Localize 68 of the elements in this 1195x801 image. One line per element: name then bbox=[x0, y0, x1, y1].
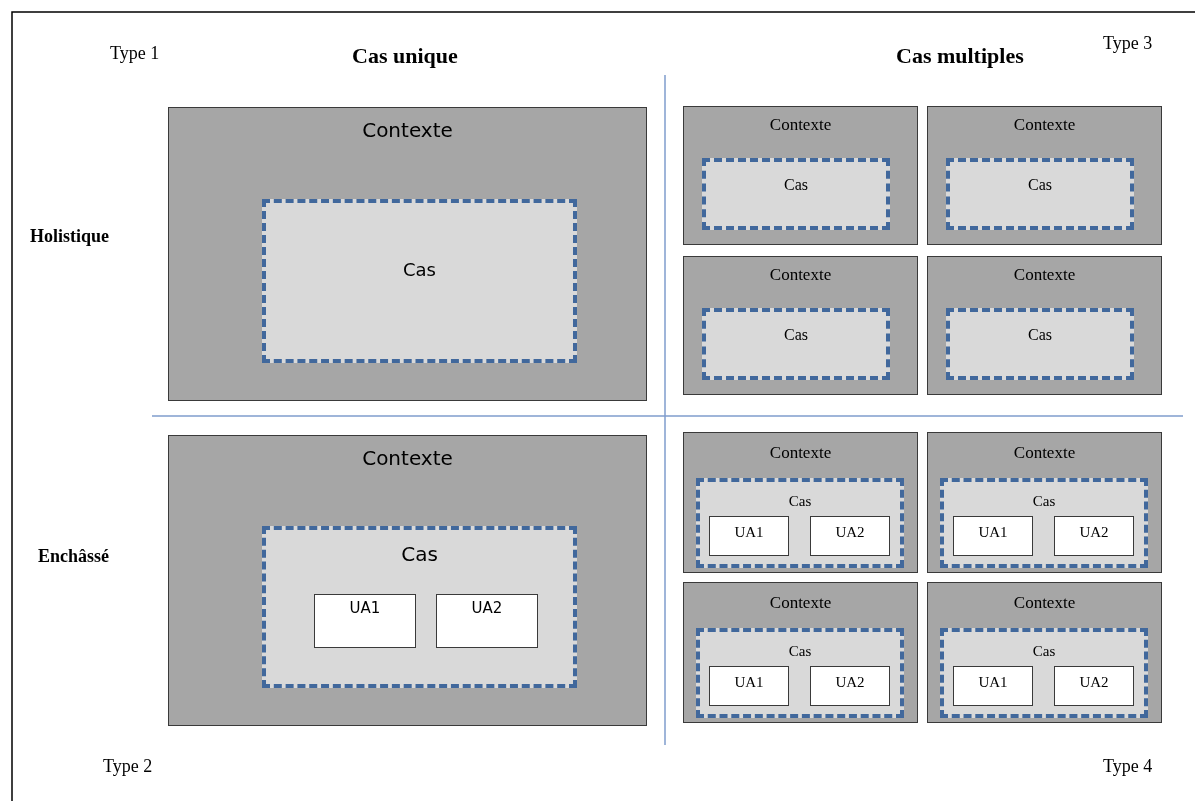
type-label: Type 2 bbox=[103, 756, 153, 777]
context-label: Contexte bbox=[1013, 265, 1076, 285]
unit-box bbox=[1054, 516, 1134, 556]
unit-box bbox=[810, 666, 890, 706]
unit-label: UA2 bbox=[835, 674, 865, 691]
case-box bbox=[702, 308, 890, 380]
column-heading: Cas multiples bbox=[896, 43, 1024, 69]
unit-box bbox=[953, 516, 1033, 556]
unit-box bbox=[709, 666, 789, 706]
context-panel bbox=[683, 432, 918, 573]
case-label: Cas bbox=[1032, 643, 1056, 660]
unit-label: UA2 bbox=[471, 599, 503, 617]
context-label: Contexte bbox=[1013, 593, 1076, 613]
context-label: Contexte bbox=[769, 265, 832, 285]
case-box bbox=[696, 478, 904, 568]
case-label: Cas bbox=[401, 542, 438, 566]
context-label: Contexte bbox=[362, 446, 453, 470]
context-panel bbox=[927, 106, 1162, 245]
unit-label: UA1 bbox=[978, 524, 1008, 541]
case-box bbox=[702, 158, 890, 230]
case-box bbox=[946, 158, 1134, 230]
case-label: Cas bbox=[788, 493, 812, 510]
context-panel bbox=[168, 107, 647, 401]
unit-label: UA2 bbox=[1079, 674, 1109, 691]
context-panel bbox=[683, 256, 918, 395]
unit-label: UA1 bbox=[734, 524, 764, 541]
unit-label: UA1 bbox=[978, 674, 1008, 691]
type-label: Type 4 bbox=[1103, 756, 1153, 777]
unit-box bbox=[436, 594, 538, 648]
context-panel bbox=[683, 106, 918, 245]
context-panel bbox=[168, 435, 647, 726]
case-box bbox=[262, 526, 577, 688]
row-heading: Enchâssé bbox=[38, 546, 109, 567]
unit-label: UA2 bbox=[835, 524, 865, 541]
unit-box bbox=[953, 666, 1033, 706]
context-label: Contexte bbox=[769, 443, 832, 463]
unit-label: UA1 bbox=[349, 599, 381, 617]
unit-label: UA1 bbox=[734, 674, 764, 691]
case-label: Cas bbox=[1028, 326, 1052, 344]
context-label: Contexte bbox=[1013, 115, 1076, 135]
case-box bbox=[940, 478, 1148, 568]
case-label: Cas bbox=[784, 326, 808, 344]
case-box bbox=[946, 308, 1134, 380]
case-box bbox=[940, 628, 1148, 718]
context-label: Contexte bbox=[769, 593, 832, 613]
case-box bbox=[696, 628, 904, 718]
unit-box bbox=[810, 516, 890, 556]
context-panel bbox=[927, 256, 1162, 395]
context-label: Contexte bbox=[362, 118, 453, 142]
row-heading: Holistique bbox=[30, 226, 109, 247]
unit-label: UA2 bbox=[1079, 524, 1109, 541]
case-label: Cas bbox=[784, 176, 808, 194]
case-label: Cas bbox=[403, 259, 436, 280]
context-panel bbox=[927, 432, 1162, 573]
context-panel bbox=[927, 582, 1162, 723]
unit-box bbox=[314, 594, 416, 648]
case-label: Cas bbox=[788, 643, 812, 660]
unit-box bbox=[709, 516, 789, 556]
type-label: Type 3 bbox=[1103, 33, 1153, 54]
case-label: Cas bbox=[1028, 176, 1052, 194]
unit-box bbox=[1054, 666, 1134, 706]
case-label: Cas bbox=[1032, 493, 1056, 510]
type-label: Type 1 bbox=[110, 43, 160, 64]
column-heading: Cas unique bbox=[352, 43, 458, 69]
case-box bbox=[262, 199, 577, 363]
context-label: Contexte bbox=[769, 115, 832, 135]
context-label: Contexte bbox=[1013, 443, 1076, 463]
context-panel bbox=[683, 582, 918, 723]
